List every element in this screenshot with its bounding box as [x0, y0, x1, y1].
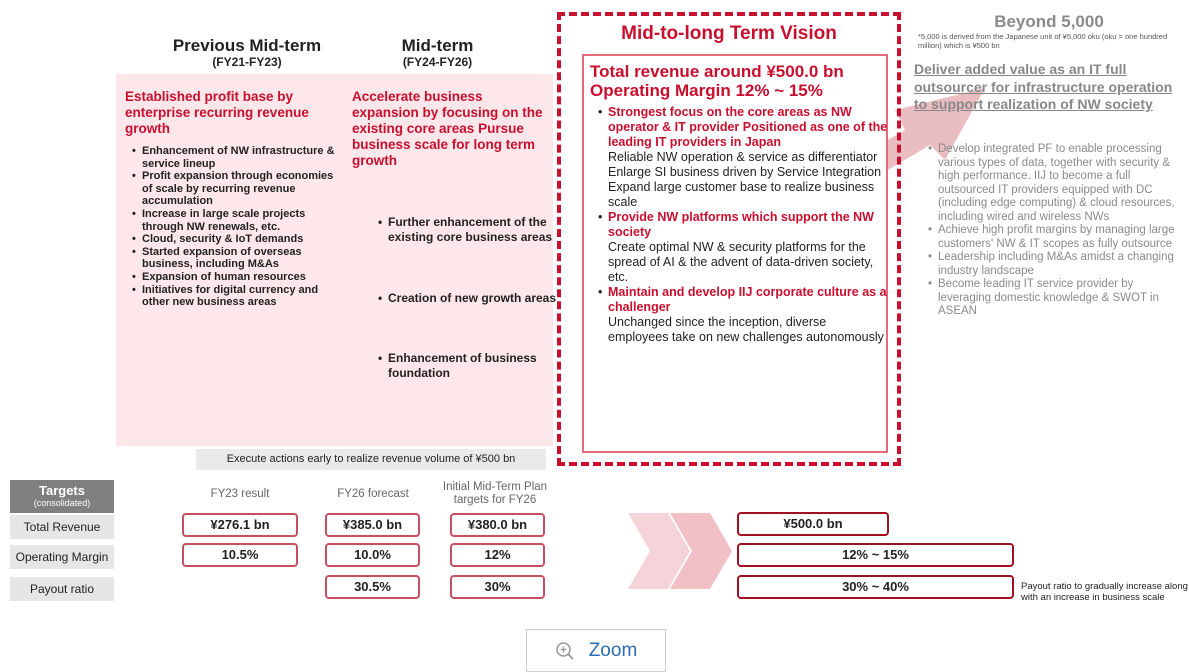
list-item: Become leading IT service provider by le… [928, 278, 1178, 319]
mid-period: (FY24-FY26) [402, 55, 473, 69]
mid-title: Mid-term [401, 36, 474, 55]
vision-item-title: Provide NW platforms which support the N… [608, 210, 874, 239]
zoom-button[interactable]: Zoom [526, 629, 666, 672]
vision-item-line: Expand large customer base to realize bu… [608, 180, 875, 209]
beyond-head: Deliver added value as an IT full outsou… [914, 61, 1173, 112]
payout-note: Payout ratio to gradually increase along… [1021, 581, 1188, 603]
value-vision-revenue: ¥500.0 bn [737, 512, 889, 536]
list-item: Cloud, security & IoT demands [132, 233, 342, 246]
value-fy26-payout: 30.5% [325, 575, 420, 599]
col-header-initial: Initial Mid-Term Plan targets for FY26 [442, 481, 548, 506]
list-item: Further enhancement of the existing core… [378, 215, 566, 245]
mid-list: Further enhancement of the existing core… [378, 215, 566, 245]
vision-item-line: Reliable NW operation & service as diffe… [608, 150, 878, 164]
vision-item-line: Create optimal NW & security platforms f… [608, 240, 874, 284]
vision-item-title: Maintain and develop IIJ corporate cultu… [608, 285, 887, 314]
mid-head: Accelerate business expansion by focusin… [352, 89, 543, 168]
row-label-payout: Payout ratio [10, 577, 114, 601]
execute-bar: Execute actions early to realize revenue… [196, 449, 546, 470]
list-item: Enhancement of NW infrastructure & servi… [132, 145, 342, 170]
mid-list: Creation of new growth areas [378, 291, 566, 306]
prev-title: Previous Mid-term [172, 36, 322, 55]
list-item: Provide NW platforms which support the N… [598, 210, 890, 285]
vision-title: Mid-to-long Term Vision [621, 23, 837, 44]
vision-item-title: Strongest focus on the core areas as NW … [608, 105, 888, 149]
value-fy23-revenue: ¥276.1 bn [182, 513, 298, 537]
value-vision-payout: 30% ~ 40% [737, 575, 1014, 599]
prev-head: Established profit base by enterprise re… [125, 89, 309, 136]
list-item: Maintain and develop IIJ corporate cultu… [598, 285, 890, 345]
value-fy26-revenue: ¥385.0 bn [325, 513, 420, 537]
vision-head: Total revenue around ¥500.0 bn Operating… [590, 62, 844, 100]
value-fy23-margin: 10.5% [182, 543, 298, 567]
value-initial-margin: 12% [450, 543, 545, 567]
prev-period: (FY21-FY23) [212, 55, 282, 69]
vision-item-line: Unchanged since the inception, diverse e… [608, 315, 884, 344]
value-vision-margin: 12% ~ 15% [737, 543, 1014, 567]
col-header-fy23: FY23 result [210, 488, 270, 500]
chevron-1 [628, 513, 690, 589]
list-item: Initiatives for digital currency and oth… [132, 284, 342, 309]
beyond-title: Beyond 5,000 [994, 12, 1104, 31]
zoom-in-icon [555, 641, 574, 660]
value-initial-revenue: ¥380.0 bn [450, 513, 545, 537]
targets-title: Targets [39, 483, 85, 498]
list-item: Started expansion of overseas business, … [132, 246, 342, 271]
list-item: Profit expansion through economies of sc… [132, 170, 342, 208]
vision-item-line: Enlarge SI business driven by Service In… [608, 165, 882, 179]
col-header-fy26: FY26 forecast [337, 488, 409, 500]
prev-list: Enhancement of NW infrastructure & servi… [132, 145, 342, 309]
row-label-margin: Operating Margin [10, 545, 114, 569]
list-item: Strongest focus on the core areas as NW … [598, 105, 890, 210]
targets-header: Targets (consolidated) [10, 480, 114, 513]
list-item: Expansion of human resources [132, 271, 342, 284]
chevron-2 [670, 513, 732, 589]
value-fy26-margin: 10.0% [325, 543, 420, 567]
list-item: Develop integrated PF to enable processi… [928, 143, 1178, 224]
vision-frame [557, 12, 901, 466]
list-item: Enhancement of business foundation [378, 351, 566, 381]
beyond-note: *5,000 is derived from the Japanese unit… [918, 32, 1168, 50]
zoom-label: Zoom [588, 639, 638, 661]
beyond-list: Develop integrated PF to enable processi… [928, 143, 1178, 319]
value-initial-payout: 30% [450, 575, 545, 599]
vision-list: Strongest focus on the core areas as NW … [598, 105, 890, 345]
targets-subtitle: (consolidated) [33, 498, 91, 508]
list-item: Achieve high profit margins by managing … [928, 224, 1178, 251]
list-item: Increase in large scale projects through… [132, 208, 342, 233]
list-item: Leadership including M&As amidst a chang… [928, 251, 1178, 278]
row-label-revenue: Total Revenue [10, 515, 114, 539]
list-item: Creation of new growth areas [378, 291, 566, 306]
mid-list: Enhancement of business foundation [378, 351, 566, 381]
